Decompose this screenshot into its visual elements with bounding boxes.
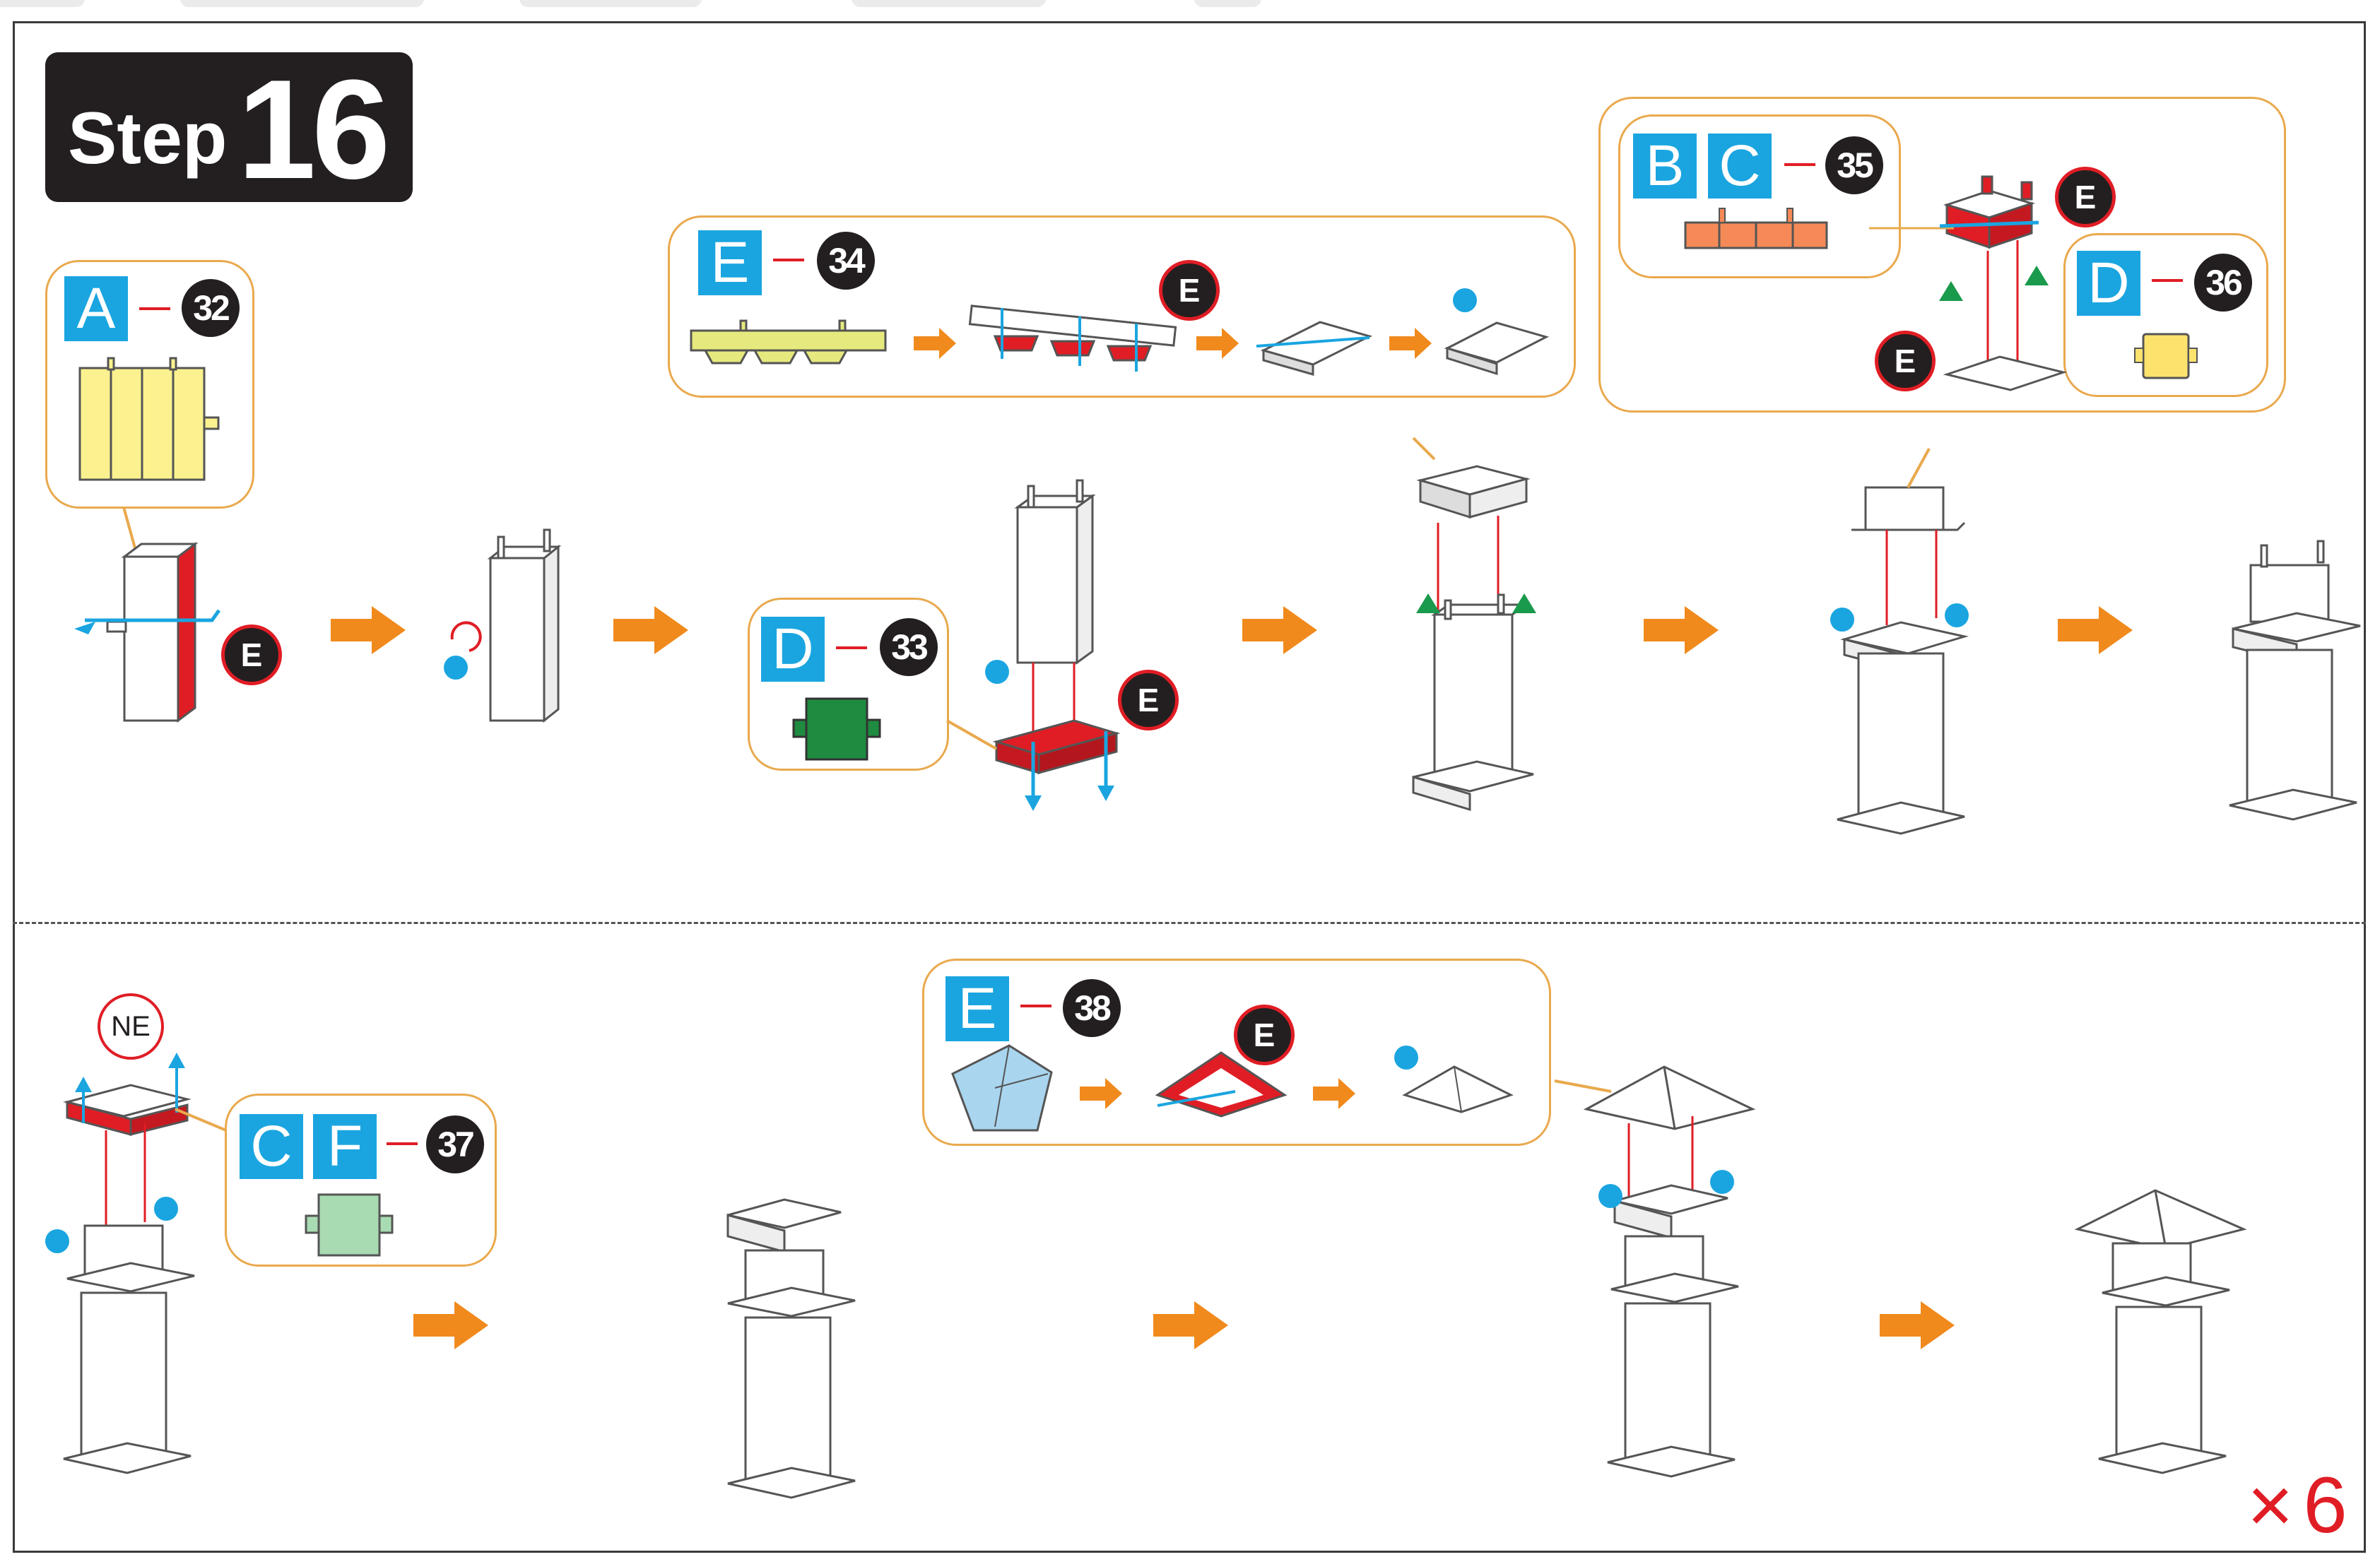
part-letter: D <box>761 617 825 682</box>
dash <box>2152 279 2183 282</box>
callout-part-36: D 36 <box>2063 233 2268 397</box>
glue-dot <box>1830 608 1854 632</box>
dash <box>1784 163 1815 166</box>
part-e-badge: E <box>2055 167 2116 227</box>
part-number-badge: 38 <box>1063 979 1121 1037</box>
row-divider <box>13 922 2366 924</box>
part-piece-37 <box>305 1193 394 1257</box>
part-e-badge: E <box>221 624 282 685</box>
toolbar-tab[interactable] <box>852 0 1046 7</box>
glue-marker <box>2025 266 2049 285</box>
toolbar-tab[interactable] <box>1194 0 1261 7</box>
glue-dot <box>985 660 1009 684</box>
toolbar-tab[interactable] <box>0 0 85 7</box>
multiplier-count: 6 <box>2303 1461 2347 1549</box>
quantity-multiplier: ×6 <box>2247 1466 2347 1545</box>
part-letter: B <box>1633 134 1697 199</box>
glue-dot <box>154 1197 178 1221</box>
callout-part-32: A 32 <box>45 260 254 509</box>
toolbar-tab[interactable] <box>519 0 702 7</box>
fold-sequence-38 <box>951 1044 1514 1132</box>
part-number-badge: 32 <box>182 279 240 337</box>
toolbar-tab[interactable] <box>180 0 424 7</box>
glue-marker <box>1416 593 1440 613</box>
glue-dot <box>1394 1046 1418 1070</box>
part-letter: D <box>2077 251 2140 316</box>
part-e-badge: E <box>1875 331 1936 391</box>
part-piece-33 <box>792 697 881 761</box>
glue-dot <box>45 1229 69 1253</box>
dash <box>836 646 867 649</box>
glue-dot <box>1710 1170 1734 1194</box>
dash <box>773 259 804 261</box>
callout-part-35: B C 35 <box>1618 114 1901 278</box>
callout-part-35-36: B C 35 D 36 <box>1598 97 2286 413</box>
glue-dot <box>1945 603 1969 627</box>
part-number-badge: 34 <box>817 232 875 290</box>
dash <box>387 1142 418 1145</box>
glue-dot <box>444 656 468 680</box>
assembly-35-36 <box>1869 175 2068 391</box>
part-e-badge: E <box>1159 260 1220 321</box>
part-letter: C <box>1708 134 1772 199</box>
part-number-badge: 35 <box>1825 136 1883 194</box>
callout-part-37: C F 37 <box>225 1094 497 1267</box>
part-piece-35 <box>1684 208 1828 249</box>
part-letter: C <box>240 1114 303 1179</box>
part-letter: E <box>945 976 1009 1041</box>
part-number-badge: 33 <box>880 618 938 676</box>
glue-dot <box>1453 288 1477 312</box>
glue-dot <box>1598 1184 1622 1208</box>
glue-marker <box>1512 593 1536 613</box>
toolbar-strip <box>0 0 2380 10</box>
part-e-badge: E <box>1234 1005 1295 1065</box>
step-word: Step <box>68 97 228 179</box>
part-letter: A <box>64 276 128 341</box>
dash <box>1020 1005 1051 1007</box>
part-letter: E <box>698 230 762 295</box>
callout-part-33: D 33 <box>748 598 949 771</box>
step-number: 16 <box>237 51 390 208</box>
part-letter: F <box>313 1114 377 1179</box>
instruction-frame <box>13 21 2366 1553</box>
glue-marker <box>1939 281 1963 301</box>
fold-sequence-34 <box>690 304 1550 376</box>
step-badge: Step 16 <box>45 52 413 202</box>
callout-part-34: E 34 E <box>668 215 1576 398</box>
part-piece-36 <box>2134 333 2198 379</box>
part-number-badge: 37 <box>426 1115 484 1173</box>
part-e-badge: E <box>1118 670 1179 730</box>
orientation-label: NE <box>98 993 164 1060</box>
multiplier-symbol: × <box>2247 1461 2294 1549</box>
part-number-badge: 36 <box>2194 254 2252 312</box>
part-piece-32 <box>78 357 220 481</box>
dash <box>139 307 170 310</box>
callout-part-38: E 38 E <box>922 959 1551 1146</box>
